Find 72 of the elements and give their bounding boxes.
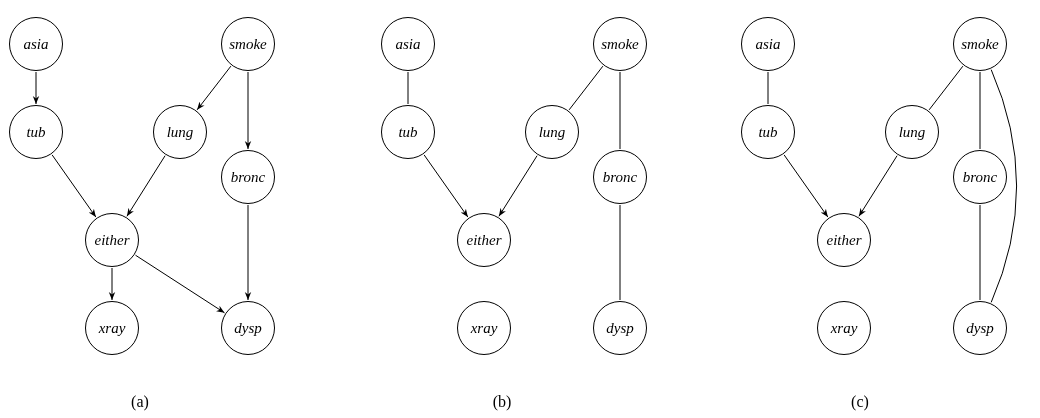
arrow [196,65,232,111]
node-circle [817,213,871,267]
node-label: either [94,231,130,249]
node-label: bronc [230,168,266,186]
node-label: tub [758,123,778,141]
connector-line [568,65,604,111]
node-circle [953,301,1007,355]
node-label: xray [98,319,126,337]
node-label: dysp [606,319,634,337]
node-circle [741,105,795,159]
connector-line [767,71,769,105]
node-circle [817,301,871,355]
node-circle [381,105,435,159]
node-label: either [466,231,502,249]
panel-caption: (b) [492,393,512,411]
node-label: bronc [962,168,998,186]
node-circle [85,301,139,355]
connector-line [979,204,981,301]
node-circle [953,150,1007,204]
node-label: tub [398,123,418,141]
arrow [783,154,829,218]
node-circle [153,105,207,159]
node-circle [221,17,275,71]
arrow [126,155,166,217]
node-label: smoke [961,35,999,53]
node-label: dysp [234,319,262,337]
arrow [32,71,40,105]
connector-line [990,69,1018,303]
arrow [498,155,538,217]
panel-caption: (c) [851,393,869,411]
arrow [51,154,97,218]
node-circle [885,105,939,159]
panel-caption: (a) [131,393,149,411]
node-circle [221,301,275,355]
node-label: bronc [602,168,638,186]
node-circle [85,213,139,267]
node-label: xray [830,319,858,337]
node-circle [741,17,795,71]
arrow [244,204,252,301]
node-circle [9,17,63,71]
node-label: tub [26,123,46,141]
connector-line [619,204,621,301]
arrow [423,154,469,218]
arrow [858,155,898,217]
node-label: lung [166,123,194,141]
connector-line [619,71,621,150]
connector-line [979,71,981,150]
node-circle [457,301,511,355]
connector-line [407,71,409,105]
node-label: asia [755,35,781,53]
node-circle [593,17,647,71]
node-label: either [826,231,862,249]
node-label: smoke [229,35,267,53]
connector-line [928,65,964,111]
node-label: lung [538,123,566,141]
node-circle [381,17,435,71]
arrow [244,71,252,150]
arrow [135,254,225,314]
node-circle [221,150,275,204]
node-circle [525,105,579,159]
node-circle [457,213,511,267]
node-label: smoke [601,35,639,53]
node-circle [9,105,63,159]
node-label: lung [898,123,926,141]
node-circle [593,301,647,355]
node-circle [593,150,647,204]
node-label: xray [470,319,498,337]
node-circle [953,17,1007,71]
node-label: dysp [966,319,994,337]
arrow [108,267,116,301]
node-label: asia [395,35,421,53]
node-label: asia [23,35,49,53]
